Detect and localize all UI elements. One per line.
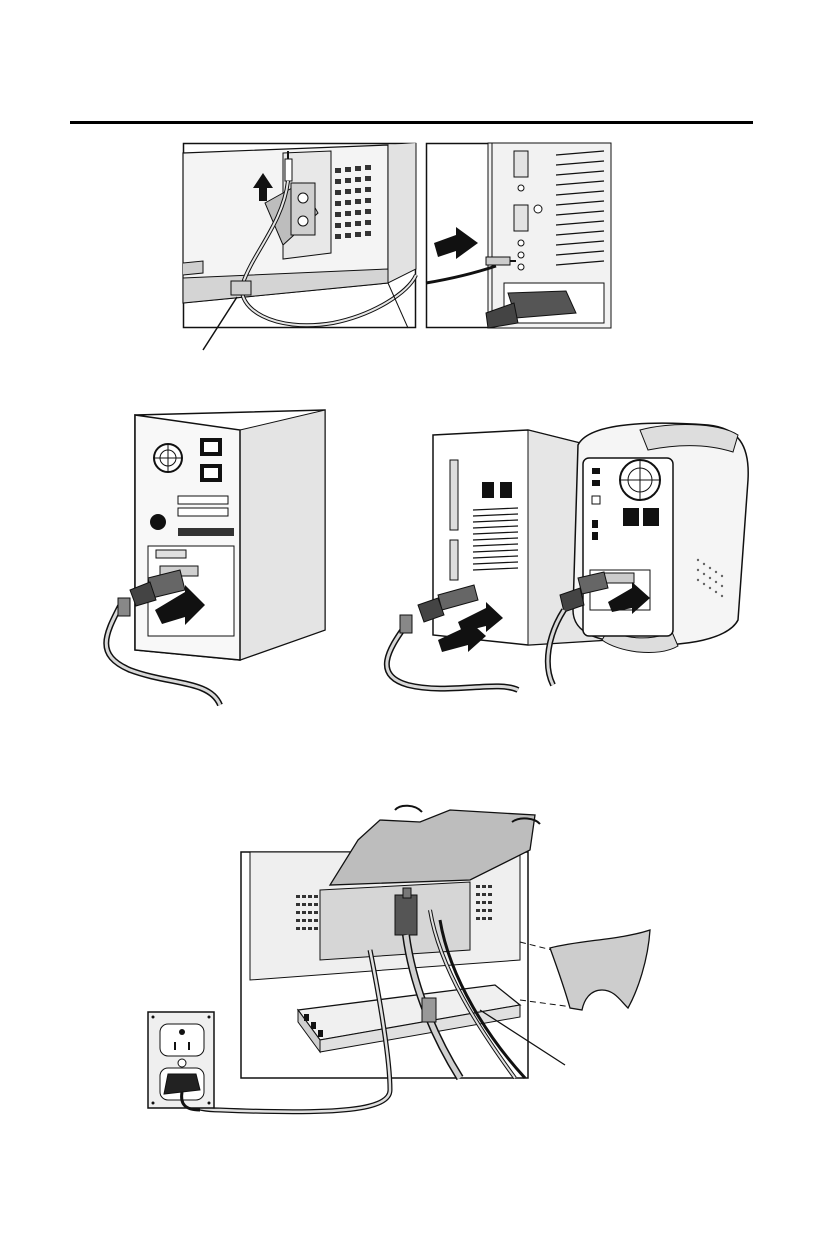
figure-audio-to-computer [426,143,611,328]
pc-tower-illustration [100,410,330,710]
figure-signal-to-mac [378,410,750,700]
figure-power-and-cable-cover [140,810,680,1115]
callout-line-clip [195,295,255,355]
stand-rear-illustration [140,810,680,1115]
figure-signal-to-tower [100,410,330,710]
computer-rear-illustration [426,143,611,328]
cable-cover-detail [550,930,650,1010]
header-rule [70,121,753,124]
mac-and-pc-illustration [378,410,750,700]
